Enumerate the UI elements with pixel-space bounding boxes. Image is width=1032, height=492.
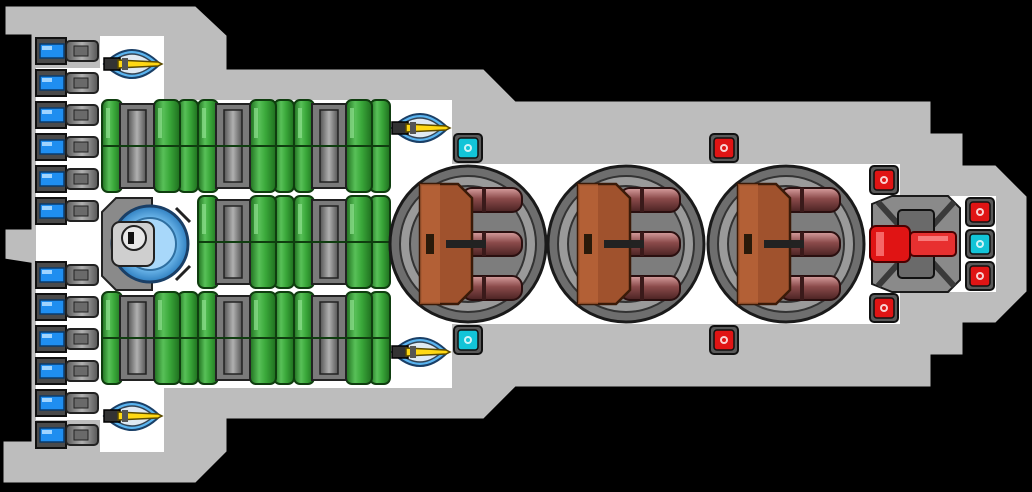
thruster-icon[interactable] [35,389,99,417]
signal-light-icon[interactable] [453,133,483,163]
turret-icon[interactable] [546,164,706,324]
reactor-icon[interactable] [100,197,192,291]
engine-icon[interactable] [102,49,164,79]
nose-cannon-icon[interactable] [869,195,961,293]
fuel-tank-icon[interactable] [101,99,199,193]
thruster-icon[interactable] [35,69,99,97]
fuel-tank-grid [101,99,391,385]
thruster-icon[interactable] [35,133,99,161]
fuel-tank-icon[interactable] [197,99,295,193]
warning-light-icon[interactable] [709,133,739,163]
thruster-icon[interactable] [35,421,99,449]
engine-icon[interactable] [102,401,164,431]
warning-light-icon[interactable] [965,197,995,227]
fuel-tank-icon[interactable] [293,195,391,289]
fuel-tank-icon[interactable] [197,195,295,289]
fuel-tank-icon[interactable] [293,291,391,385]
warning-light-icon[interactable] [965,261,995,291]
light-group [453,133,995,355]
thruster-icon[interactable] [35,197,99,225]
fuel-tank-icon[interactable] [197,291,295,385]
fuel-tank-icon[interactable] [101,291,199,385]
turret-icon[interactable] [706,164,866,324]
thruster-icon[interactable] [35,261,99,289]
thruster-icon[interactable] [35,101,99,129]
turret-icon[interactable] [388,164,548,324]
engine-icon[interactable] [390,337,452,367]
thruster-icon[interactable] [35,37,99,65]
warning-light-icon[interactable] [869,165,899,195]
thruster-column [35,37,99,449]
engine-group [102,49,452,431]
thruster-icon[interactable] [35,293,99,321]
thruster-icon[interactable] [35,325,99,353]
signal-light-icon[interactable] [453,325,483,355]
signal-light-icon[interactable] [965,229,995,259]
turret-row [388,164,866,324]
thruster-icon[interactable] [35,165,99,193]
warning-light-icon[interactable] [869,293,899,323]
engine-icon[interactable] [390,113,452,143]
fuel-tank-icon[interactable] [293,99,391,193]
thruster-icon[interactable] [35,357,99,385]
warning-light-icon[interactable] [709,325,739,355]
